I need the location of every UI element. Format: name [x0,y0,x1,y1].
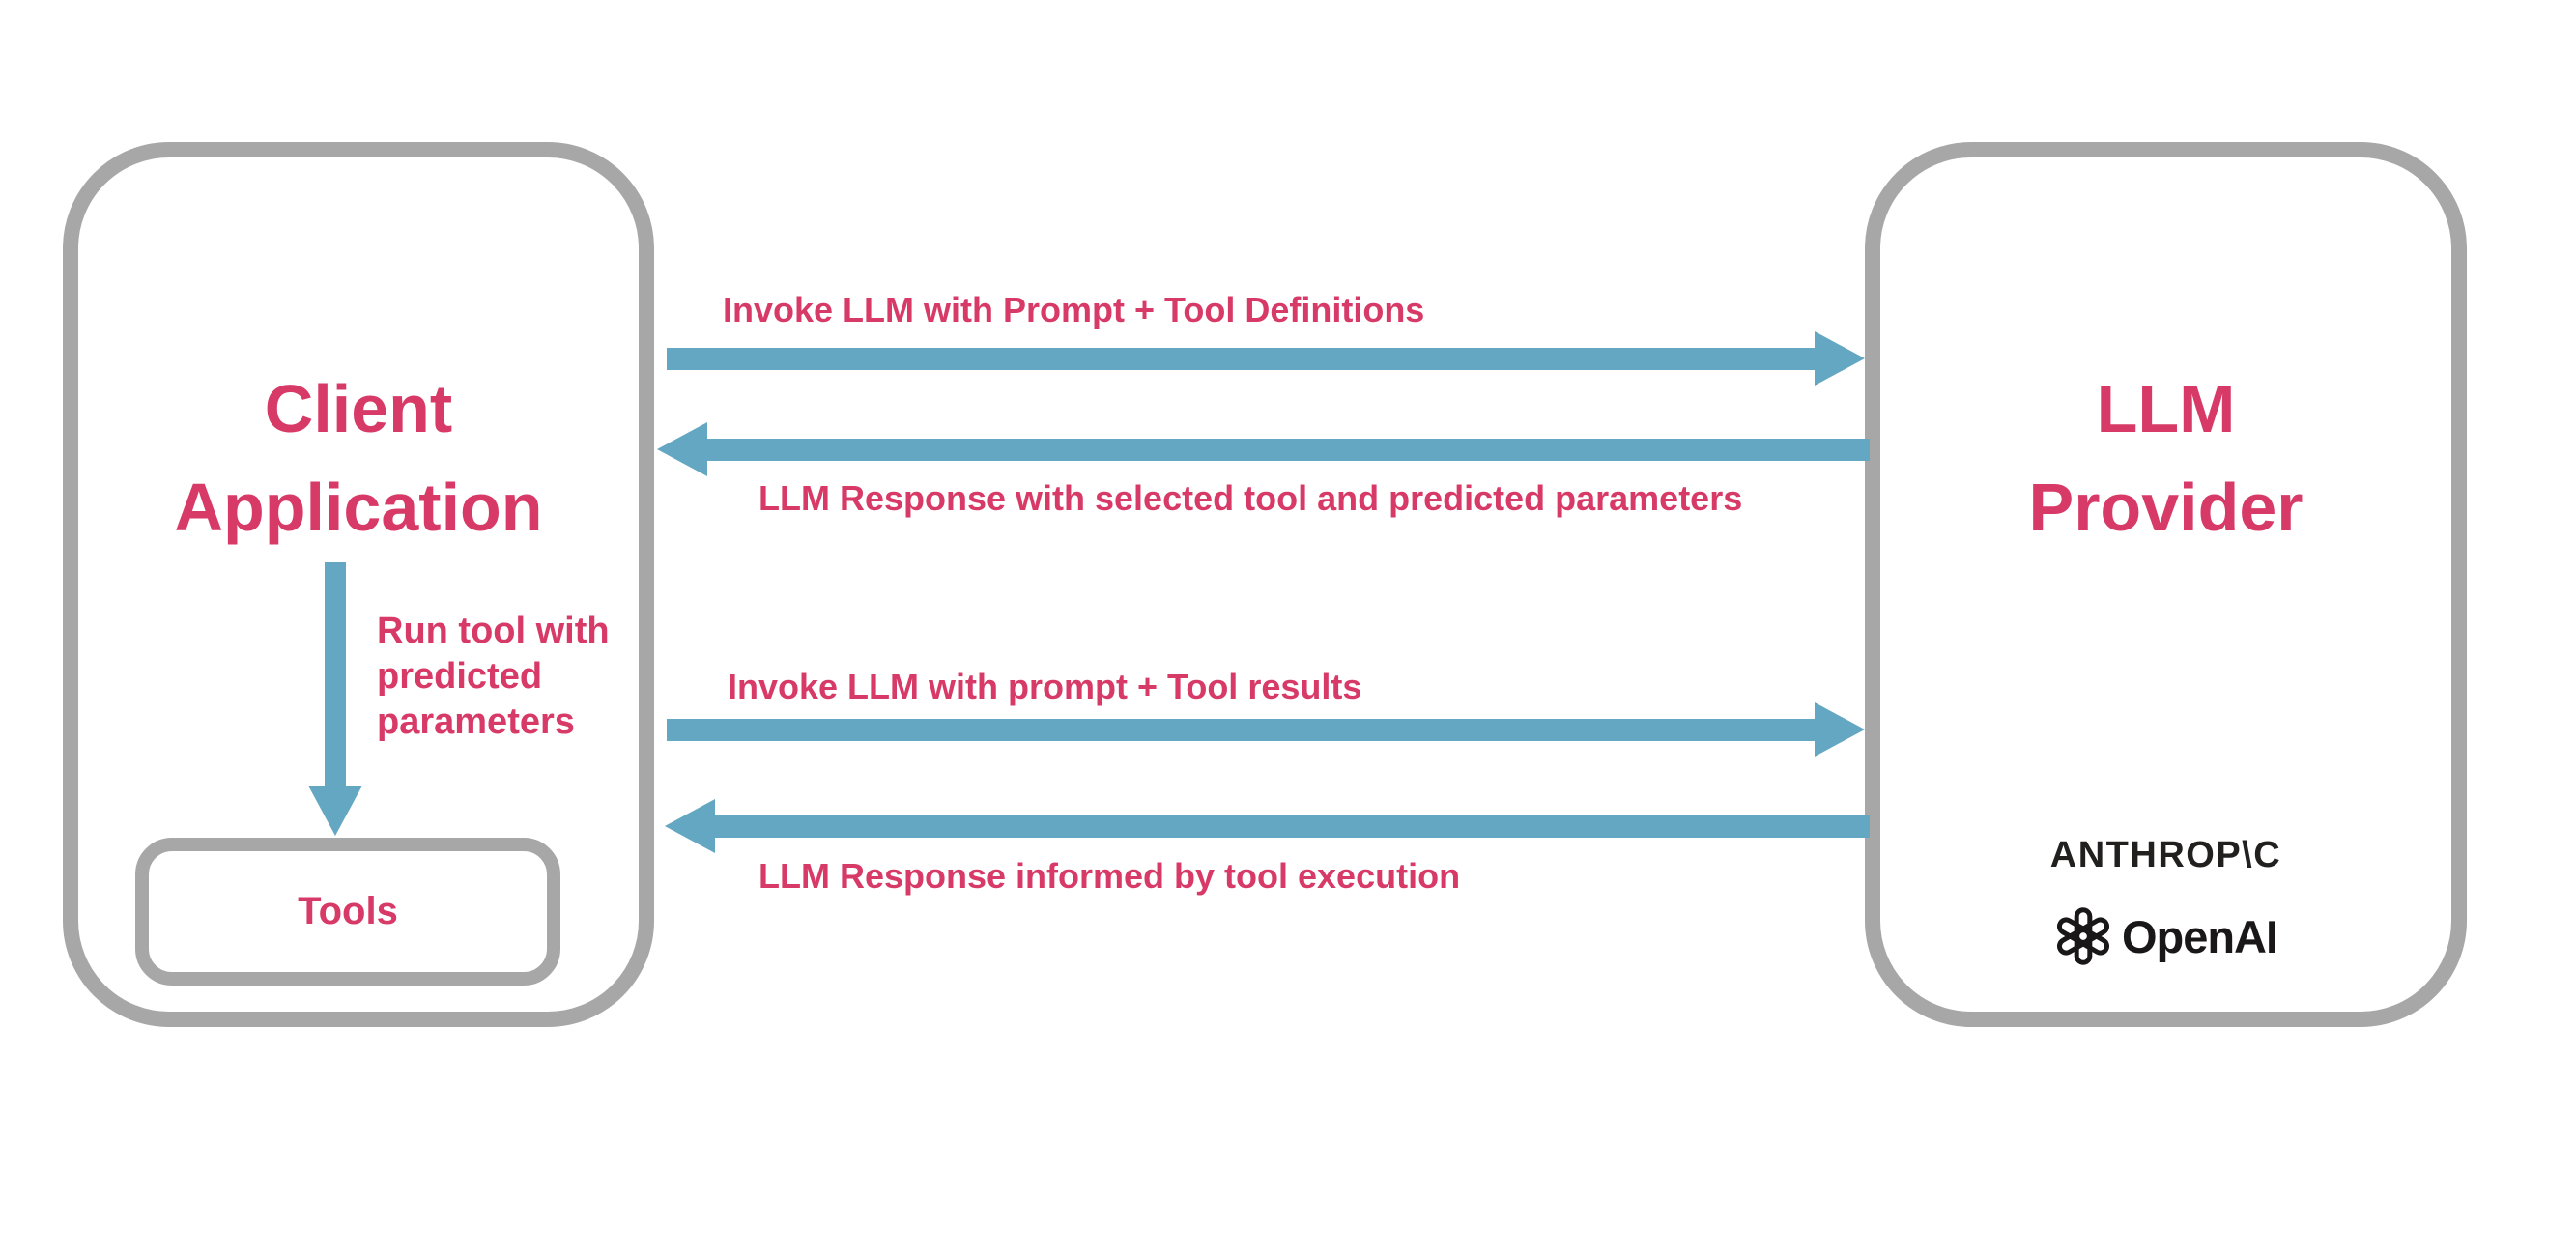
arrow1-label: Invoke LLM with Prompt + Tool Definition… [723,290,1425,329]
run-tool-label: Run tool with predicted parameters [377,609,686,745]
arrow3-label: Invoke LLM with prompt + Tool results [728,667,1362,706]
run-tool-label-line2: predicted [377,656,543,697]
client-title-line1: Client [264,371,453,446]
openai-logo-icon [2056,907,2109,965]
arrow4-label: LLM Response informed by tool execution [758,856,1461,896]
run-tool-label-line1: Run tool with [377,611,610,651]
openai-logo-text: OpenAI [2121,910,2278,962]
llm-provider-box [1865,142,2467,1027]
tools-label: Tools [298,890,398,932]
openai-logo: OpenAI [1865,902,2467,970]
arrow3-right-head-icon [1815,702,1865,757]
run-tool-arrow-shaft [325,562,346,787]
anthropic-logo: ANTHROP\C [2049,835,2282,875]
llm-title-line1: LLM [2096,371,2236,446]
arrow1-right-shaft [667,348,1815,370]
arrow4-left-shaft [715,815,1870,838]
arrow3-right-shaft [667,719,1815,741]
client-title-line2: Application [174,470,543,545]
arrow2-left-head-icon [657,422,707,476]
arrow4-left-head-icon [665,799,715,853]
llm-title-line2: Provider [2028,470,2304,545]
arrow2-left-shaft [707,439,1870,461]
arrow2-label: LLM Response with selected tool and pred… [758,478,1743,518]
llm-provider-title: LLM Provider [1865,359,2467,557]
tools-box: Tools [135,838,560,986]
client-application-title: Client Application [63,359,654,557]
run-tool-label-line3: parameters [377,701,575,742]
arrow1-right-head-icon [1815,331,1865,386]
client-application-box [63,142,654,1027]
run-tool-arrow-head-icon [308,786,362,836]
